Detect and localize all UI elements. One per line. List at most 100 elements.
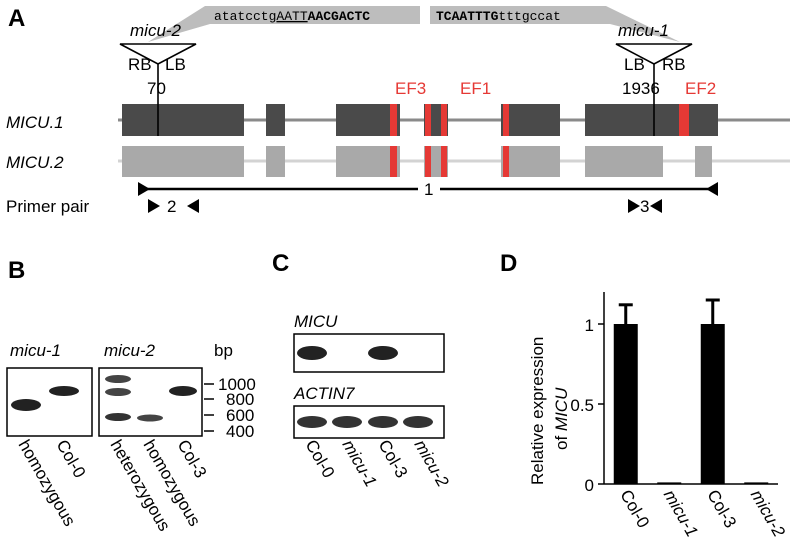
panel-a-label: A	[8, 5, 25, 32]
bar	[613, 324, 638, 484]
ladder-label: 400	[226, 422, 254, 441]
ef-hand-region	[503, 146, 509, 177]
exon	[695, 146, 712, 177]
primer-arrow	[628, 199, 640, 213]
primer-pair-title: Primer pair	[6, 197, 89, 216]
gel-band	[105, 413, 131, 421]
panel-c-label: C	[272, 250, 289, 277]
bar	[657, 482, 682, 484]
ladder-label: 1000	[218, 375, 256, 394]
exon	[266, 104, 285, 136]
x-tick-label: Col-0	[616, 487, 653, 532]
exon	[501, 146, 560, 177]
gel-band	[137, 414, 163, 422]
panel-b-label: B	[8, 257, 25, 284]
exon	[266, 146, 285, 177]
gel-title-micu1: micu-1	[10, 341, 61, 360]
exon	[122, 146, 244, 177]
micu1-position: 1936	[622, 79, 660, 98]
ladder: 1000 800 600 400	[204, 375, 256, 441]
seq-left-callout	[148, 6, 420, 42]
micu2-rb-label: RB	[128, 55, 152, 74]
ef1-label: EF1	[460, 79, 491, 98]
y-axis-label-line2: of MICU	[552, 387, 571, 450]
gel-band	[297, 416, 327, 428]
primer-pair-3-label: 3	[640, 197, 649, 216]
transcript-micu2-label: MICU.2	[6, 153, 64, 172]
gel-band	[11, 399, 41, 411]
gel-title-micu2: micu-2	[104, 341, 156, 360]
ladder-unit: bp	[214, 341, 233, 360]
x-tick-label: micu-2	[747, 487, 789, 541]
ef3-label: EF3	[395, 79, 426, 98]
ef-hand-region	[390, 104, 397, 136]
bar	[700, 324, 725, 484]
gel-band	[368, 346, 398, 360]
x-tick-label: Col-3	[703, 487, 740, 532]
lane-label: Col-0	[53, 437, 90, 482]
seq-right-text: TCAATTTGtttgccat	[436, 9, 561, 24]
gel-band	[49, 386, 79, 396]
lane-label: Col-0	[302, 437, 339, 482]
primer-arrow	[706, 182, 718, 196]
primer-arrow	[138, 182, 150, 196]
micu1-rb-label: RB	[662, 55, 686, 74]
micu2-exons	[122, 146, 712, 177]
y-tick-label: 0	[585, 476, 594, 495]
gel-band	[403, 416, 433, 428]
micu2-position: 70	[147, 79, 166, 98]
gel-band	[297, 346, 327, 360]
gene-label-micu: MICU	[294, 312, 338, 331]
primer-pair-2-label: 2	[167, 197, 176, 216]
ef-hand-region	[441, 104, 447, 136]
ef2-label: EF2	[685, 79, 716, 98]
insertion-micu2-label: micu-2	[130, 21, 182, 40]
gel-band	[332, 416, 362, 428]
exon	[336, 104, 400, 136]
y-tick-label: 0.5	[570, 396, 594, 415]
gel-band	[169, 386, 197, 396]
exon	[585, 146, 663, 177]
x-tick-label: micu-1	[660, 487, 702, 541]
seq-left-text: atatcctgAATTAACGACTC	[214, 9, 370, 24]
micu1-lb-label: LB	[624, 55, 645, 74]
micu2-lb-label: LB	[165, 55, 186, 74]
insertion-micu1-label: micu-1	[618, 21, 669, 40]
exon	[122, 104, 244, 136]
gel-band	[105, 388, 131, 396]
y-axis-label-line1: Relative expression	[528, 337, 547, 485]
primer-arrow	[650, 199, 662, 213]
ef-hand-region	[679, 104, 689, 136]
ladder-label: 800	[226, 390, 254, 409]
ef-hand-region	[425, 146, 431, 177]
exon	[585, 104, 718, 136]
ef-hand-region	[425, 104, 431, 136]
seq-right-callout	[430, 6, 680, 42]
ef-hand-region	[441, 146, 447, 177]
tdna-micu2-triangle	[119, 43, 197, 65]
lane-label: micu-2	[411, 437, 453, 491]
exon	[336, 146, 400, 177]
primer-pair-1-label: 1	[424, 180, 433, 199]
transcript-micu1-label: MICU.1	[6, 113, 64, 132]
exon	[501, 104, 560, 136]
lane-label: micu-1	[339, 437, 381, 491]
micu1-exons	[122, 104, 718, 136]
bar	[744, 482, 769, 484]
y-tick-label: 1	[585, 316, 594, 335]
tdna-micu1-triangle	[615, 43, 693, 65]
lane-label: Col-3	[375, 437, 412, 482]
gene-label-actin7: ACTIN7	[293, 384, 355, 403]
primer-pair-1-label-bg	[418, 180, 440, 198]
actin-bands	[297, 416, 433, 428]
panel-d-label: D	[500, 250, 517, 277]
primer-arrow	[187, 199, 199, 213]
ef-hand-region	[390, 146, 397, 177]
ladder-label: 600	[226, 406, 254, 425]
ef-hand-region	[503, 104, 509, 136]
micu-bands	[297, 346, 398, 360]
gel-band	[368, 416, 398, 428]
gel-band	[105, 375, 131, 383]
